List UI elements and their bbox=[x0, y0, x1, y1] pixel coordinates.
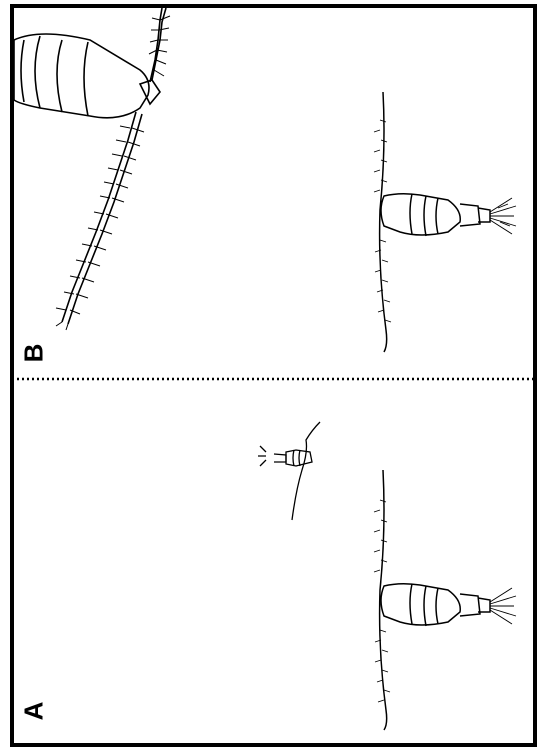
copepod-b bbox=[380, 92, 490, 352]
copepod-a bbox=[380, 470, 490, 730]
copepod-closeup-setae bbox=[56, 16, 170, 330]
panel-label-a: A bbox=[20, 702, 46, 721]
copepod-a-small bbox=[258, 422, 320, 520]
panel-label-b: B bbox=[20, 344, 46, 363]
copepod-b-setae bbox=[374, 120, 516, 322]
copepod-a-setae bbox=[374, 500, 516, 702]
copepod-closeup bbox=[14, 8, 166, 324]
